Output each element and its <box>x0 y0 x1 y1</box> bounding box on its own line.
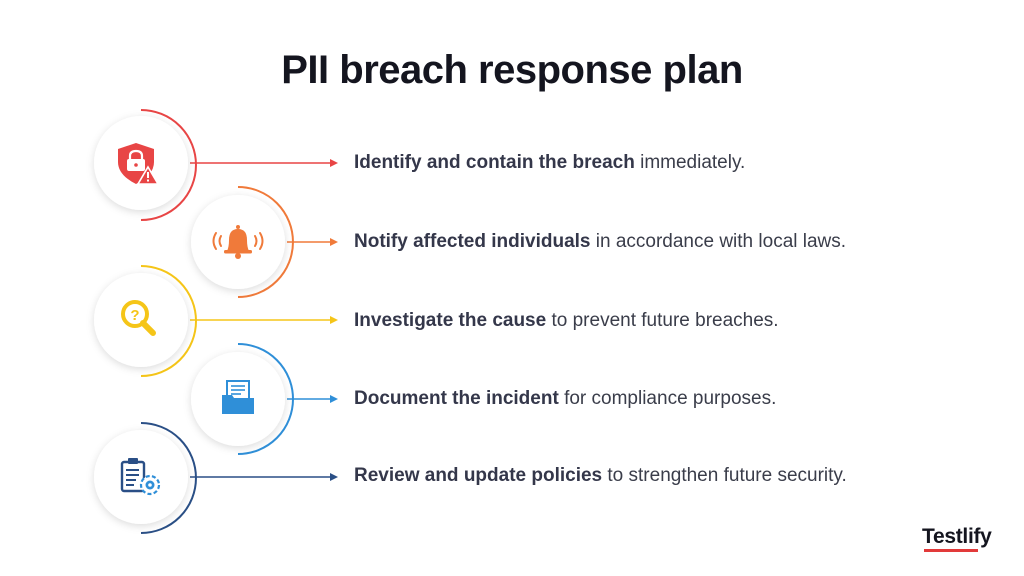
step-4-rest: for compliance purposes. <box>558 388 777 409</box>
step-4-bold: Document the incident <box>354 388 559 409</box>
step-1-arrowhead <box>330 159 338 167</box>
step-2-rest: in accordance with local laws. <box>590 231 847 252</box>
step-4-arrowhead <box>330 395 338 403</box>
bell-icon <box>212 225 264 259</box>
shield-alert-icon <box>118 143 160 185</box>
step-3-arrowhead <box>330 316 338 324</box>
step-5-bold: Review and update policies <box>354 465 603 486</box>
step-1-node <box>94 109 338 221</box>
step-5-arrowhead <box>330 473 338 481</box>
brand-logo: Testlify <box>922 525 992 548</box>
step-1-rest: immediately. <box>634 152 746 173</box>
step-1-arc <box>140 109 197 221</box>
step-3-bold: Investigate the cause <box>354 310 547 331</box>
step-5-circle <box>94 430 188 524</box>
step-4-node <box>191 343 338 455</box>
step-3-arc <box>140 265 197 377</box>
step-2-node <box>191 186 338 298</box>
step-5-node <box>94 422 338 534</box>
step-3-rest: to prevent future breaches. <box>546 310 779 331</box>
step-3-circle <box>94 273 188 367</box>
step-3-node: ? <box>94 265 338 377</box>
step-4-text: Document the incident for compliance pur… <box>354 387 776 411</box>
page-title: PII breach response plan <box>281 48 743 92</box>
brand-logo-underline <box>924 549 978 552</box>
svg-text:?: ? <box>130 307 139 324</box>
magnifier-question-icon: ? <box>121 300 156 336</box>
step-1-text: Identify and contain the breach immediat… <box>354 151 745 175</box>
step-5-text: Review and update policies to strengthen… <box>354 464 847 488</box>
step-2-bold: Notify affected individuals <box>354 231 591 252</box>
step-2-text: Notify affected individuals in accordanc… <box>354 230 846 254</box>
step-5-rest: to strengthen future security. <box>602 465 847 486</box>
step-5-arc <box>140 422 197 534</box>
step-3-text: Investigate the cause to prevent future … <box>354 309 779 333</box>
document-folder-icon <box>222 380 254 414</box>
step-1-bold: Identify and contain the breach <box>354 152 635 173</box>
clipboard-gear-icon <box>120 458 161 496</box>
step-2-arrowhead <box>330 238 338 246</box>
